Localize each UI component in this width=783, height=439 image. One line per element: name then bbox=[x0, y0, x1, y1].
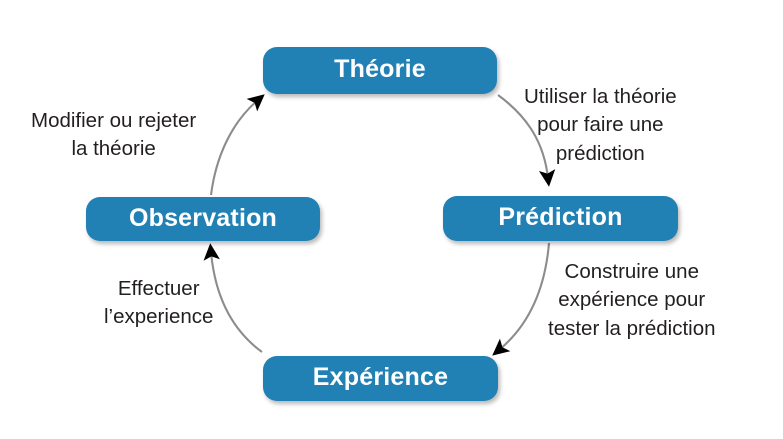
edge-label-line: Effectuer bbox=[117, 277, 200, 300]
node-prediction[interactable]: Prédiction bbox=[443, 196, 678, 241]
edge-label-line: Utiliser la théorie bbox=[524, 85, 677, 108]
node-prediction-label: Prédiction bbox=[498, 203, 623, 231]
edge-label-line: pour faire une bbox=[537, 113, 664, 137]
node-observation-label: Observation bbox=[128, 203, 278, 232]
node-theorie-label: Théorie bbox=[334, 55, 426, 83]
edge-label-observation-to-theorie: Modifier ou rejeter la théorie bbox=[31, 107, 196, 164]
edge-label-prediction-to-experience: Construire une expérience pour tester la… bbox=[548, 258, 716, 343]
edge-label-line: tester la prédiction bbox=[548, 316, 716, 340]
edge-label-line: prédiction bbox=[555, 141, 645, 165]
edge-label-theorie-to-prediction: Utiliser la théorie pour faire une prédi… bbox=[524, 83, 677, 168]
arrow-prediction-to-experience bbox=[492, 242, 551, 356]
edge-label-line: Modifier ou rejeter bbox=[31, 109, 197, 132]
arrow-observation-to-theorie bbox=[209, 94, 265, 196]
arrow-experience-to-observation bbox=[203, 243, 263, 353]
node-theorie[interactable]: Théorie bbox=[263, 47, 497, 94]
edge-label-line: la théorie bbox=[71, 137, 156, 161]
edge-label-experience-to-observation: Effectuer l’experience bbox=[104, 275, 213, 332]
edge-label-line: expérience pour bbox=[558, 288, 706, 312]
edge-label-line: Construire une bbox=[564, 260, 699, 283]
node-experience[interactable]: Expérience bbox=[263, 356, 498, 401]
node-observation[interactable]: Observation bbox=[86, 197, 320, 241]
node-experience-label: Expérience bbox=[312, 363, 449, 391]
edge-label-line: l’experience bbox=[104, 305, 214, 329]
